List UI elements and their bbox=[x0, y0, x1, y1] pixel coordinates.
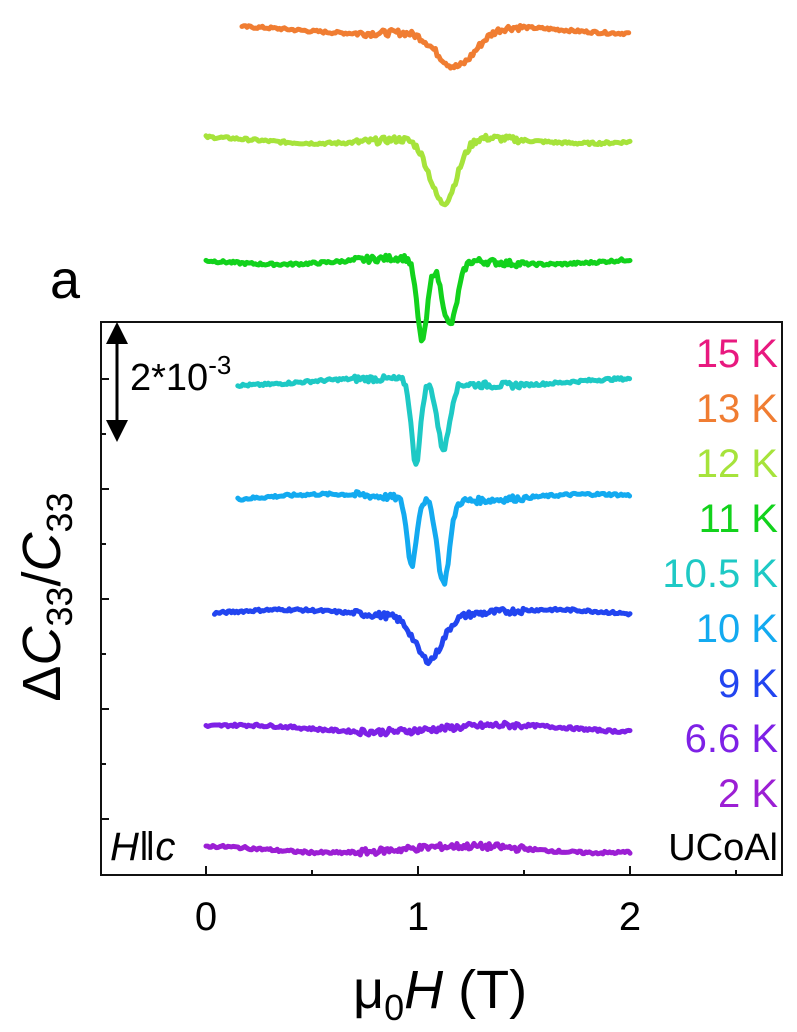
series-label: 11 K bbox=[699, 497, 779, 541]
series-label: 2 K bbox=[718, 772, 778, 816]
scale-bar-label: 2*10-3 bbox=[130, 350, 231, 399]
scale-bar: 2*10-3 bbox=[106, 322, 231, 442]
series-label: 9 K bbox=[718, 662, 778, 706]
series-label: 13 K bbox=[696, 387, 779, 431]
panel-label: a bbox=[50, 250, 81, 310]
sample-label: UCoAl bbox=[668, 827, 778, 869]
plot-frame bbox=[100, 321, 783, 876]
x-tick-label: 1 bbox=[407, 895, 429, 939]
series-line bbox=[203, 252, 633, 344]
series-line bbox=[203, 840, 633, 858]
y-ticks bbox=[101, 378, 109, 820]
series-label: 10 K bbox=[696, 607, 779, 651]
y-axis-label: ΔC33/C33 bbox=[12, 492, 80, 701]
series-line bbox=[235, 489, 633, 587]
x-tick-label: 2 bbox=[619, 895, 641, 939]
x-tick-label: 0 bbox=[195, 895, 217, 939]
series-line bbox=[212, 605, 633, 666]
series-label: 12 K bbox=[696, 442, 779, 486]
series-labels: 15 K 13 K 12 K 11 K 10.5 K 10 K 9 K 6.6 K 2 K bbox=[662, 332, 778, 816]
series-label: 10.5 K bbox=[662, 552, 778, 596]
series-label: 6.6 K bbox=[685, 717, 779, 761]
series-line bbox=[239, 23, 632, 71]
series-label: 15 K bbox=[696, 332, 779, 376]
series-line bbox=[203, 132, 633, 208]
x-axis-label: μ0H (T) bbox=[353, 960, 527, 1028]
field-direction-label: H‖c bbox=[110, 825, 175, 869]
series-line bbox=[203, 719, 633, 738]
series-lines bbox=[203, 23, 633, 858]
series-line bbox=[235, 373, 633, 467]
x-ticks: 0 1 2 bbox=[195, 866, 737, 939]
